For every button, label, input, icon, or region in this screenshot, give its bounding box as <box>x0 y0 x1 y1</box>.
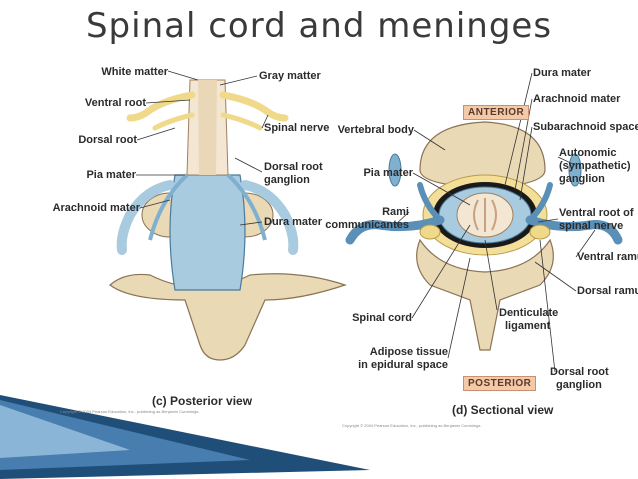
label-pia-mater-right: Pia mater <box>363 167 413 179</box>
copyright-right: Copyright © 2004 Pearson Education, Inc.… <box>342 423 482 428</box>
label-gray-matter: Gray matter <box>259 70 321 82</box>
label-autonomic-line2: (sympathetic) <box>559 160 631 172</box>
label-ventral-root-line2: spinal nerve <box>559 220 624 232</box>
caption-posterior-view: (c) Posterior view <box>152 394 253 408</box>
label-white-matter: White matter <box>101 66 168 78</box>
label-dorsal-root-left: Dorsal root <box>78 134 137 146</box>
left-leader-lines <box>136 70 269 226</box>
label-ventral-ramus: Ventral ramus <box>577 251 638 263</box>
vertebral-arch <box>416 238 554 351</box>
label-autonomic-line3: ganglion <box>559 173 605 185</box>
label-denticulate-line2: ligament <box>505 320 551 332</box>
label-ventral-root-line1: Ventral root of <box>559 207 634 219</box>
left-sympathetic-ganglion <box>388 153 402 187</box>
right-drg <box>529 224 551 240</box>
label-denticulate-line1: Denticulate <box>499 307 559 319</box>
label-dorsal-ramus: Dorsal ramus <box>577 285 638 297</box>
slide-title: Spinal cord and meninges <box>85 6 553 46</box>
label-subarachnoid-space: Subarachnoid space <box>533 121 638 133</box>
label-pia-mater-left: Pia mater <box>86 169 136 181</box>
label-ventral-root-left: Ventral root <box>84 97 146 109</box>
copyright-left: Copyright © 2004 Pearson Education, Inc.… <box>60 409 200 414</box>
label-drg-right-line2: ganglion <box>556 379 602 391</box>
label-adipose-line1: Adipose tissue <box>369 346 448 358</box>
sectional-view-illustration <box>345 121 623 351</box>
right-spinal-nerve <box>525 215 623 245</box>
dura-mater-sheath <box>169 174 246 291</box>
label-posterior: POSTERIOR <box>463 376 537 391</box>
caption-sectional-view: (d) Sectional view <box>452 403 554 417</box>
label-arachnoid-mater-left: Arachnoid mater <box>52 202 140 214</box>
label-dorsal-root-ganglion-line2: ganglion <box>264 174 310 186</box>
left-nerve-roots <box>126 91 196 122</box>
label-anterior: ANTERIOR <box>463 105 530 120</box>
left-spinal-nerve <box>345 215 445 245</box>
label-adipose-line2: in epidural space <box>358 359 448 371</box>
decorative-swoosh <box>0 395 370 479</box>
label-arachnoid-mater-right: Arachnoid mater <box>533 93 621 105</box>
vertebra-spinous-process <box>109 273 347 361</box>
label-vertebral-body: Vertebral body <box>337 124 414 136</box>
left-drg <box>419 224 441 240</box>
label-spinal-cord: Spinal cord <box>352 312 412 324</box>
label-rami-line1: Rami <box>382 206 409 218</box>
posterior-view-illustration <box>109 79 347 361</box>
right-nerve-roots <box>219 91 289 122</box>
label-drg-right-line1: Dorsal root <box>550 366 609 378</box>
label-autonomic-line1: Autonomic <box>559 147 617 159</box>
label-dura-mater-left: Dura mater <box>264 216 323 228</box>
label-spinal-nerve: Spinal nerve <box>264 122 330 134</box>
right-leader-lines <box>394 72 596 373</box>
label-dura-mater-right: Dura mater <box>533 67 592 79</box>
label-dorsal-root-ganglion-line1: Dorsal root <box>264 161 323 173</box>
right-sympathetic-ganglion <box>568 153 582 187</box>
label-rami-line2: communicantes <box>325 219 409 231</box>
